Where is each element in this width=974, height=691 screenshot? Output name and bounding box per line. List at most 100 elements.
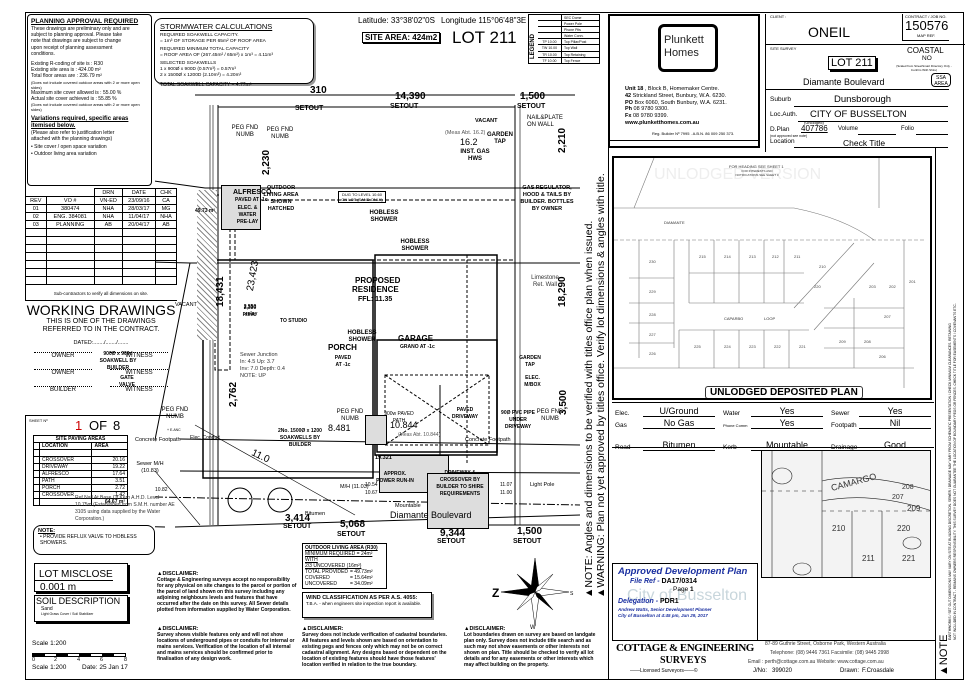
company-reg: Reg. Builder Nº 7995 . A.B.N. 86 009 250…	[652, 131, 735, 136]
mh-11-03: M/H (11.03)	[340, 484, 369, 490]
working-title: WORKING DRAWINGS	[26, 302, 176, 318]
dp-street-diamante: DIAMANTE	[664, 220, 685, 225]
ffl: FFL: 11.35	[358, 296, 393, 303]
max-cover: Maximum site cover allowed is : 55.00 %	[31, 89, 122, 96]
service-value: No Gas	[643, 418, 715, 429]
dp-lot-label: 229	[649, 289, 656, 294]
dp-lot-label: 220	[814, 284, 821, 289]
jno: 399020	[772, 668, 793, 674]
dim-14390: 14,390	[395, 91, 426, 102]
dim-2210: 2,210	[557, 127, 568, 153]
peg-fnd-top: PEG FND NUMB	[266, 127, 294, 140]
disclaimer-3-title: DISCLAIMER:	[307, 626, 344, 632]
signature-line: WITNESS	[110, 386, 168, 393]
stormwater-title: STORMWATER CALCULATIONS	[160, 22, 273, 31]
footer-date: Date: 25 Jan 17	[82, 664, 128, 671]
porch-paved: PAVED AT -1c	[334, 355, 352, 368]
paving-title: SITE PAVING AREAS	[33, 435, 128, 443]
right-note-line-2: NOT INCLUDED IN CONTRACT - REMAINS OWNER…	[953, 303, 957, 640]
revision-cell: NHA	[93, 212, 123, 221]
peg-fnd-bottom-mid: PEG FND NUMB	[336, 409, 364, 422]
level-10-82: 10.82	[155, 487, 168, 493]
scale-tick-2: 2	[54, 657, 58, 663]
paving-total: 64.67 m²	[91, 497, 128, 506]
address-line: 42 Strickland Street, Bunbury, W.A. 6230…	[625, 92, 727, 99]
dp-lot-label: 210	[819, 264, 826, 269]
file-ref: DA17/0314	[661, 578, 697, 585]
legend-label: Top Fence	[564, 58, 581, 63]
svg-text:220: 220	[897, 524, 911, 533]
rev-header-drn: DRN	[93, 188, 123, 197]
soil-title: SOIL DESCRIPTION	[36, 596, 121, 606]
outdoor-hatched-label: OUTDOOR LIVING AREA SHOWN HATCHED	[263, 185, 299, 212]
company-address: Unit 18 , Block B, Homemaker Centre.42 S…	[625, 86, 727, 127]
dim-9344: 9,344	[440, 528, 466, 539]
revision-cell: 380474	[45, 204, 95, 213]
ssa-area: SSA AREA	[931, 73, 951, 87]
vacant-left: VACANT	[175, 302, 197, 308]
legend-label: Top Wall	[564, 46, 578, 51]
lot-location-map: CAMARGO 207 208 210 220 221 211 209	[761, 450, 931, 578]
longitude: Longitude 115°06'48"3E	[441, 16, 527, 25]
dim-18431: 18,431	[215, 276, 226, 307]
revision-row-empty	[25, 228, 177, 237]
north-compass: Z S W	[492, 557, 574, 630]
disclaimer-4-text: Lot boundaries drawn on survey are based…	[464, 632, 596, 668]
svg-text:207: 207	[892, 494, 904, 501]
site-survey-label: SITE SURVEY	[770, 46, 797, 51]
limestone-wall: Limestone Ret. Wall	[531, 275, 559, 288]
dp-lot-label: 230	[649, 259, 656, 264]
outdoor-min-1: MINIMUM REQUIRED = 24m² WITH	[305, 551, 373, 563]
stormwater-line: SELECTED SOAKWELLS	[160, 61, 217, 66]
peg-fnd-bottom-right: PEG FND NUMB	[536, 409, 564, 422]
legend-label: Water Conn.	[564, 34, 584, 39]
rev-header-date: DATE	[121, 188, 157, 197]
client-label: CLIENT :	[770, 14, 787, 19]
legend-symbol: TP 10.00	[538, 39, 562, 45]
soakwell-900: 900Ø x 900d SOAKWELL BY BUILDER	[99, 351, 137, 371]
disclaimer-2: ▲DISCLAIMER: Survey shows visible featur…	[157, 626, 297, 662]
to-studio: TO STUDIO	[280, 318, 308, 324]
dim-19321: 19.321	[375, 455, 392, 461]
legend-item: Phone Pits	[538, 27, 600, 34]
working-sub-1: THIS IS ONE OF THE DRAWINGS	[46, 318, 156, 325]
planning-title: PLANNING APPROVAL REQUIRED	[31, 18, 139, 25]
not-approved-note: (not approved see note)	[770, 134, 808, 138]
drawn-label: Drawn:	[840, 668, 860, 674]
legend-label: Top Retaining	[564, 52, 586, 57]
delegation: PDR1	[660, 598, 679, 605]
setout-9344: SETOUT	[437, 538, 466, 545]
dug-note: DUG TO LEVEL 10.60 ON LOT (SAND ONLY)	[338, 191, 386, 203]
service-value: Nil	[859, 418, 931, 429]
address-line: PO Box 6060, South Bunbury, W.A. 6231.	[625, 99, 727, 106]
hobless-shower-2: HOBLESS SHOWER	[400, 239, 430, 252]
svg-text:210: 210	[832, 524, 846, 533]
svg-text:211: 211	[862, 554, 875, 563]
elec-conduit: Elec. Conduit	[190, 435, 220, 441]
variation-item: • Site cover / open space variation	[31, 144, 107, 151]
top-length: 16.2	[460, 137, 478, 147]
paving-header-area: AREA	[91, 442, 128, 450]
outdoor-row: UNCOVERED= 34.09m²	[305, 581, 373, 587]
variation-item: • Outdoor living area variation	[31, 151, 97, 158]
variations-note: (Please also refer to justification lett…	[31, 130, 148, 142]
approval-when: City of Busselton at 4:45 pm, Jun 29, 20…	[618, 612, 708, 618]
logo-line-2: Homes	[664, 47, 699, 59]
map-ref-label: MAP REF.	[917, 33, 936, 38]
dim-2762: 2,762	[228, 381, 239, 407]
disclaimer-3: ▲DISCLAIMER: Survey does not include ver…	[302, 626, 452, 668]
dim-1500-top: 1,500	[520, 91, 546, 102]
site-plan-lines	[155, 94, 580, 528]
right-note-title: ▲NOTE	[938, 634, 950, 676]
floor-area: Total floor areas are : 236.79 m²	[31, 73, 102, 80]
disclaimer-4: ▲DISCLAIMER: Lot boundaries drawn on sur…	[464, 626, 604, 668]
